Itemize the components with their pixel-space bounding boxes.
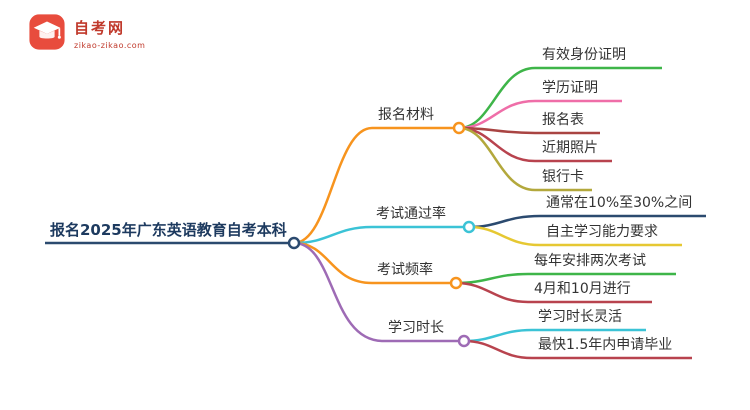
leaf-node: 通常在10%至30%之间 (546, 195, 693, 211)
node-circle (449, 276, 463, 290)
leaf-node: 4月和10月进行 (534, 281, 631, 297)
leaf-node: 近期照片 (542, 140, 598, 156)
leaf-node: 银行卡 (542, 169, 584, 185)
leaf-node: 有效身份证明 (542, 47, 626, 63)
branch-node-frequency: 考试频率 (377, 262, 433, 278)
node-circle (457, 334, 471, 348)
leaf-node: 最快1.5年内申请毕业 (538, 337, 673, 353)
root-node: 报名2025年广东英语教育自考本科 (50, 221, 287, 239)
leaf-line (455, 281, 652, 304)
graduation-cap-icon (29, 14, 65, 50)
branch-line (293, 225, 465, 245)
leaf-node: 报名表 (542, 112, 584, 128)
logo-title: 自考网 (74, 19, 126, 37)
logo-subtitle: zikao-zikao.com (74, 41, 146, 50)
site-logo: 自考网 zikao-zikao.com (28, 13, 145, 51)
leaf-line (458, 99, 622, 130)
node-circle (452, 121, 466, 135)
leaf-line (458, 66, 662, 130)
leaf-node: 学历证明 (542, 80, 598, 96)
node-circle (287, 236, 301, 250)
leaf-node: 每年安排两次考试 (534, 253, 646, 269)
branch-node-pass-rate: 考试通过率 (376, 206, 446, 222)
branch-node-materials: 报名材料 (378, 107, 434, 123)
leaf-line (463, 339, 692, 360)
branch-line (293, 126, 455, 245)
branch-line (293, 241, 460, 343)
leaf-line (458, 126, 592, 192)
branch-node-duration: 学习时长 (388, 320, 444, 336)
leaf-node: 自主学习能力要求 (546, 224, 658, 240)
leaf-line (468, 225, 682, 247)
node-circle (462, 220, 476, 234)
leaf-node: 学习时长灵活 (538, 309, 622, 325)
